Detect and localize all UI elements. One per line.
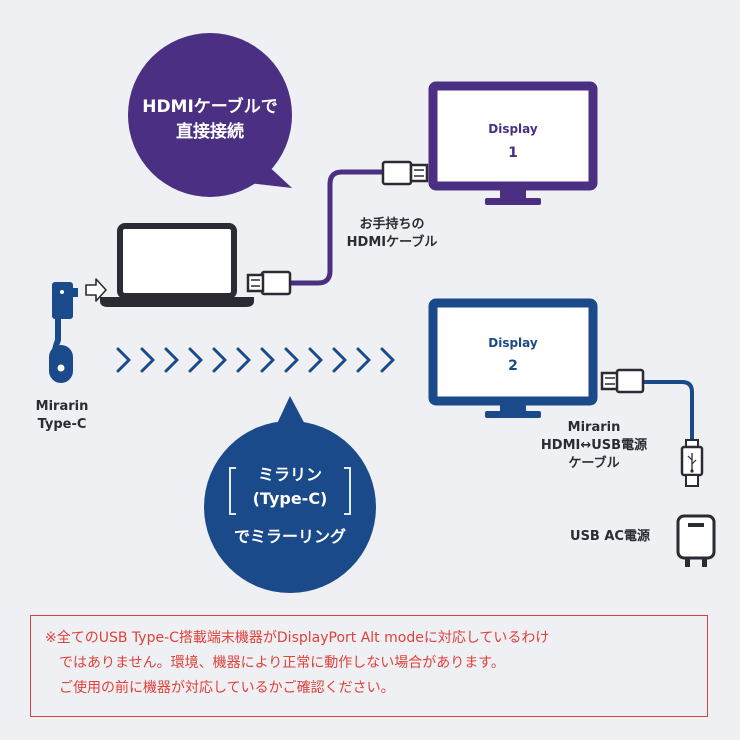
chevron-icon <box>236 347 251 373</box>
bubble-top-line1: HDMIケーブルで <box>142 96 278 117</box>
mirarin-device-label: Mirarin Type-C <box>20 398 104 434</box>
compatibility-notice: ※全てのUSB Type-C搭載端末機器がDisplayPort Alt mod… <box>30 615 708 717</box>
bubble-bottom-line3: でミラーリング <box>234 527 346 546</box>
display-1-number: 1 <box>508 145 518 161</box>
display-1-name: Display <box>488 122 538 136</box>
hdmi-plug-display-end <box>381 160 429 186</box>
connect-arrow-icon <box>85 278 107 302</box>
chevron-icon <box>308 347 323 373</box>
chevron-icon <box>164 347 179 373</box>
power-cable-label-line2: HDMI↔USB電源 <box>540 438 648 453</box>
chevron-icon <box>260 347 275 373</box>
chevron-icon <box>140 347 155 373</box>
bubble-bottom-line2: (Type-C) <box>253 489 328 508</box>
chevron-icon <box>212 347 227 373</box>
chevron-icon <box>116 347 131 373</box>
display-2-name: Display <box>488 336 538 350</box>
laptop-icon <box>100 223 254 307</box>
chevron-icon <box>284 347 299 373</box>
hdmi-cable-label-line2: HDMIケーブル <box>346 235 438 250</box>
usb-ac-adapter-icon <box>676 514 716 567</box>
wireless-chevrons <box>116 347 395 373</box>
mirarin-device-label-line1: Mirarin <box>35 399 89 414</box>
display-1: Display 1 <box>428 81 598 205</box>
chevron-icon <box>380 347 395 373</box>
hdmi-plug-display2 <box>600 368 645 394</box>
chevron-icon <box>188 347 203 373</box>
bubble-top: HDMIケーブルで 直接接続 <box>128 33 292 197</box>
hdmi-usb-power-cable <box>600 368 704 487</box>
display-2: Display 2 <box>428 298 598 418</box>
chevron-icon <box>356 347 371 373</box>
power-cable-label-line3: ケーブル <box>568 456 620 471</box>
power-cable-label-line1: Mirarin <box>567 420 621 435</box>
hdmi-plug-laptop-end <box>246 270 292 296</box>
bubble-top-line2: 直接接続 <box>176 121 244 142</box>
hdmi-cable <box>246 160 429 296</box>
notice-line3: ご使用の前に機器が対応しているかご確認ください。 <box>59 680 395 696</box>
power-cable-label: Mirarin HDMI↔USB電源 ケーブル <box>524 419 664 473</box>
ac-adapter-label: USB AC電源 <box>570 529 650 544</box>
hdmi-cable-label: お手持ちの HDMIケーブル <box>336 216 448 252</box>
notice-line1: ※全てのUSB Type-C搭載端末機器がDisplayPort Alt mod… <box>45 630 550 646</box>
mirarin-device-icon <box>49 278 107 383</box>
usb-plug-icon <box>680 439 704 487</box>
hdmi-cable-label-line1: お手持ちの <box>359 217 425 232</box>
notice-line2: ではありません。環境、機器により正常に動作しない場合があります。 <box>59 655 505 671</box>
bubble-bottom: ミラリン (Type-C) でミラーリング <box>204 396 376 593</box>
display-2-number: 2 <box>508 358 518 374</box>
bubble-bottom-line1: ミラリン <box>258 465 322 484</box>
chevron-icon <box>332 347 347 373</box>
mirarin-device-label-line2: Type-C <box>37 417 87 432</box>
